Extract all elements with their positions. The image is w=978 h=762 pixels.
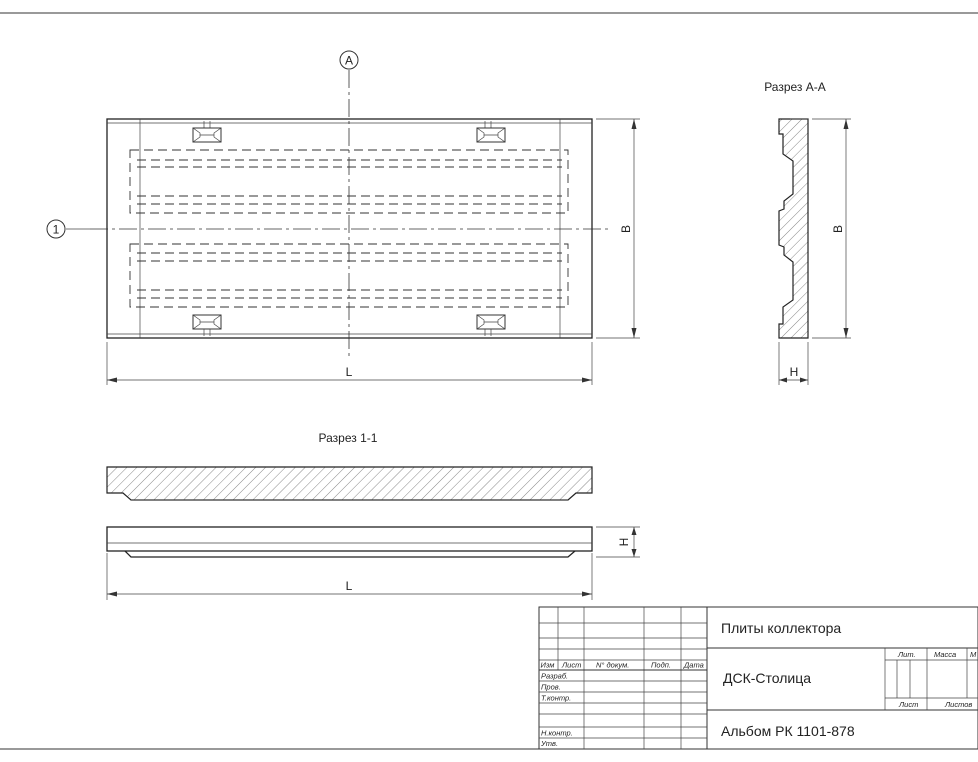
- axis-a-label: A: [345, 54, 353, 68]
- dim-h-side-label: H: [617, 538, 631, 547]
- dimension-b-plan: B: [596, 118, 640, 339]
- role-approved: Утв.: [540, 739, 558, 748]
- title-block: Изм Лист N° докум. Подп. Дата Разраб. Пр…: [538, 606, 978, 750]
- role-developer: Разраб.: [541, 672, 568, 681]
- header-izm: Изм: [541, 661, 555, 670]
- role-checker: Пров.: [541, 683, 561, 692]
- header-sheets: Листов: [944, 700, 972, 709]
- section-11: Разрез 1-1: [106, 431, 593, 501]
- header-doc-no: N° докум.: [596, 661, 629, 670]
- role-norm-control: Н.контр.: [541, 729, 573, 738]
- role-tech-control: Т.контр.: [541, 694, 571, 703]
- dim-l-side-label: L: [346, 579, 353, 593]
- dim-h-section-label: H: [790, 365, 799, 379]
- section-aa-title: Разрез А-А: [764, 80, 826, 94]
- section-aa: Разрез А-А B H: [764, 80, 851, 385]
- header-scale: М: [970, 650, 977, 659]
- header-sheet: Лист: [898, 700, 918, 709]
- header-lit: Лит.: [897, 650, 916, 659]
- dimension-h-side: H: [596, 526, 640, 558]
- axis-1-label: 1: [53, 223, 60, 237]
- company-name: ДСК-Столица: [723, 670, 811, 686]
- dimension-h-section: H: [778, 342, 809, 385]
- header-sign: Подп.: [651, 661, 671, 670]
- section-aa-profile: [778, 118, 809, 339]
- plan-view: A 1 L B: [46, 50, 640, 385]
- dimension-l-side: L: [106, 553, 593, 600]
- header-date: Дата: [683, 661, 704, 670]
- header-mass: Масса: [934, 650, 956, 659]
- axis-1-marker: [46, 219, 66, 239]
- dimension-b-section: B: [812, 118, 851, 339]
- lifting-loop-bottom-left: [192, 314, 222, 336]
- album-code: Альбом РК 1101-878: [721, 723, 855, 739]
- section-11-title: Разрез 1-1: [319, 431, 378, 445]
- lifting-loop-top-right: [476, 121, 506, 143]
- dim-b-plan-label: B: [619, 225, 633, 233]
- dim-l-plan-label: L: [346, 365, 353, 379]
- product-title: Плиты коллектора: [721, 620, 841, 636]
- axis-a-marker: [339, 50, 359, 70]
- lifting-loop-bottom-right: [476, 314, 506, 336]
- section-11-profile: [106, 466, 593, 501]
- sheet-frame: [0, 12, 978, 750]
- header-list: Лист: [561, 661, 581, 670]
- side-view: H L: [106, 526, 640, 600]
- dim-b-section-label: B: [831, 225, 845, 233]
- lifting-loop-top-left: [192, 121, 222, 143]
- dimension-l-plan: L: [106, 342, 593, 385]
